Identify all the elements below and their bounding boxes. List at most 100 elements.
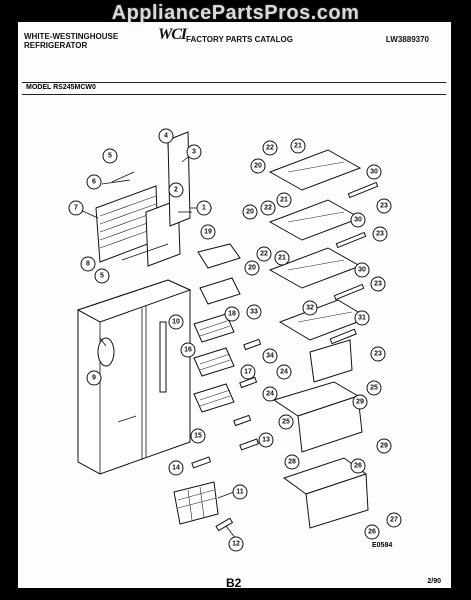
callout-23c-label: 23 xyxy=(374,281,382,288)
callout-9-label: 9 xyxy=(92,375,96,382)
callout-30a: 30 xyxy=(366,164,382,180)
callout-18: 18 xyxy=(224,306,240,322)
callout-31: 31 xyxy=(354,310,370,326)
callout-16-label: 16 xyxy=(184,347,192,354)
callout-7-label: 7 xyxy=(74,205,78,212)
callout-34: 34 xyxy=(262,348,278,364)
callout-20a: 20 xyxy=(250,158,266,174)
callout-33-label: 33 xyxy=(250,309,258,316)
callout-31-label: 31 xyxy=(358,315,366,322)
brand-line-1: WHITE-WESTINGHOUSE xyxy=(24,32,119,41)
callout-19-label: 19 xyxy=(204,229,212,236)
callout-4-label: 4 xyxy=(164,133,168,140)
fresh-food-shelves xyxy=(268,149,379,345)
model-label: MODEL RS245MCW0 xyxy=(26,84,96,91)
callout-11-label: 11 xyxy=(236,489,244,496)
callout-5b: 5 xyxy=(94,268,110,284)
callout-32-label: 32 xyxy=(306,305,314,312)
callout-20a-label: 20 xyxy=(254,163,262,170)
callout-20b-label: 20 xyxy=(246,209,254,216)
callout-16: 16 xyxy=(180,342,196,358)
callout-11: 11 xyxy=(232,484,248,500)
callout-24b: 24 xyxy=(276,364,292,380)
callout-6-label: 6 xyxy=(92,179,96,186)
callout-28: 28 xyxy=(284,454,300,470)
callout-23a-label: 23 xyxy=(380,203,388,210)
callout-8: 8 xyxy=(80,256,96,272)
callout-21c: 21 xyxy=(274,250,290,266)
brand-block: WHITE-WESTINGHOUSE REFRIGERATOR xyxy=(24,32,118,50)
callout-19: 19 xyxy=(200,224,216,240)
callout-23a: 23 xyxy=(376,198,392,214)
callout-26a: 26 xyxy=(350,458,366,474)
callout-21a: 21 xyxy=(290,138,306,154)
callout-29a: 29 xyxy=(376,438,392,454)
callout-30c-label: 30 xyxy=(358,267,366,274)
callout-33: 33 xyxy=(246,304,262,320)
callout-21b-label: 21 xyxy=(280,197,288,204)
callout-22c-label: 22 xyxy=(260,251,268,258)
callout-23b-label: 23 xyxy=(376,231,384,238)
callout-1-label: 1 xyxy=(202,205,206,212)
callout-13: 13 xyxy=(258,432,274,448)
callout-14: 14 xyxy=(168,460,184,476)
callout-21a-label: 21 xyxy=(294,143,302,150)
page-number: B2 xyxy=(226,576,242,590)
callout-15-label: 15 xyxy=(194,433,202,440)
callout-20c: 20 xyxy=(244,260,260,276)
callout-28-label: 28 xyxy=(288,459,296,466)
callout-20c-label: 20 xyxy=(248,265,256,272)
catalog-page: WHITE-WESTINGHOUSE REFRIGERATOR WCI FACT… xyxy=(18,22,451,590)
callout-22c: 22 xyxy=(256,246,272,262)
callout-34-label: 34 xyxy=(266,353,274,360)
callout-20b: 20 xyxy=(242,204,258,220)
callout-5: 5 xyxy=(102,148,118,164)
callout-7: 7 xyxy=(68,200,84,216)
callout-9: 9 xyxy=(86,370,102,386)
callout-25a: 25 xyxy=(366,380,382,396)
callout-18-label: 18 xyxy=(228,311,236,318)
callout-5-label: 5 xyxy=(108,153,112,160)
callout-27-label: 27 xyxy=(390,517,398,524)
freezer-baskets xyxy=(173,243,262,532)
revision-date: 2/90 xyxy=(427,578,441,585)
callout-30b: 30 xyxy=(350,212,366,228)
crisper-drawers xyxy=(272,339,369,529)
callout-26a-label: 26 xyxy=(354,463,362,470)
callout-3: 3 xyxy=(186,144,202,160)
callout-12-label: 12 xyxy=(232,541,240,548)
callout-2: 2 xyxy=(168,182,184,198)
callout-15: 15 xyxy=(190,428,206,444)
callout-23d-label: 23 xyxy=(374,351,382,358)
callout-21c-label: 21 xyxy=(278,255,286,262)
callout-29b: 29 xyxy=(352,394,368,410)
callout-17-label: 17 xyxy=(244,369,252,376)
callout-24a-label: 24 xyxy=(266,391,274,398)
catalog-number: LW3889370 xyxy=(385,35,429,44)
callout-6: 6 xyxy=(86,174,102,190)
callout-2-label: 2 xyxy=(174,187,178,194)
callout-14-label: 14 xyxy=(172,465,180,472)
callout-8-label: 8 xyxy=(86,261,90,268)
callout-21b: 21 xyxy=(276,192,292,208)
callout-22a: 22 xyxy=(262,140,278,156)
callout-4: 4 xyxy=(158,128,174,144)
callout-12: 12 xyxy=(228,536,244,552)
callout-22b-label: 22 xyxy=(264,205,272,212)
callout-23b: 23 xyxy=(372,226,388,242)
callout-17: 17 xyxy=(240,364,256,380)
callout-24b-label: 24 xyxy=(280,369,288,376)
drawing-id: E0584 xyxy=(372,542,393,549)
callout-30c: 30 xyxy=(354,262,370,278)
callout-27: 27 xyxy=(386,512,402,528)
callout-3-label: 3 xyxy=(192,149,196,156)
callout-1: 1 xyxy=(196,200,212,216)
callout-29a-label: 29 xyxy=(380,443,388,450)
callout-32: 32 xyxy=(302,300,318,316)
callout-30b-label: 30 xyxy=(354,217,362,224)
callout-13-label: 13 xyxy=(262,437,270,444)
callout-23c: 23 xyxy=(370,276,386,292)
callout-30a-label: 30 xyxy=(370,169,378,176)
brand-line-2: REFRIGERATOR xyxy=(24,41,88,50)
